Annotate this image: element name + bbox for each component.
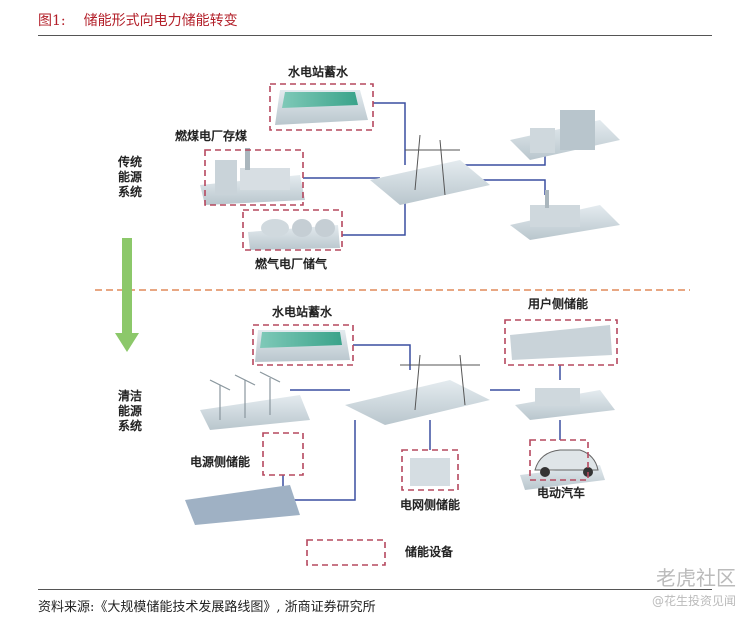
wind-farm bbox=[200, 371, 310, 430]
traditional-label-1: 传统 bbox=[117, 154, 142, 169]
hydro-station-top bbox=[275, 90, 368, 125]
coal-plant bbox=[200, 148, 305, 205]
factory-top bbox=[510, 190, 620, 240]
clean-label-1: 清洁 bbox=[118, 388, 142, 403]
label-hydro-bottom: 水电站蓄水 bbox=[272, 304, 333, 319]
watermark-brand: 老虎社区 bbox=[656, 566, 736, 590]
label-source-side: 电源侧储能 bbox=[190, 454, 250, 469]
storage-box-coal bbox=[204, 149, 304, 206]
label-grid-side: 电网侧储能 bbox=[400, 497, 460, 512]
hydro-station-bottom bbox=[255, 330, 350, 362]
substation-top bbox=[370, 134, 490, 205]
figure-title-text: 储能形式向电力储能转变 bbox=[83, 13, 238, 29]
storage-box-grid bbox=[401, 449, 459, 491]
title-rule bbox=[38, 35, 712, 36]
legend-label: 储能设备 bbox=[405, 544, 454, 559]
label-gas: 燃气电厂储气 bbox=[255, 256, 327, 271]
label-user-side: 用户侧储能 bbox=[527, 296, 588, 311]
figure-number: 图1: bbox=[38, 13, 66, 29]
figure-title: 图1: 储能形式向电力储能转变 bbox=[38, 10, 238, 30]
clean-label-3: 系统 bbox=[118, 418, 142, 433]
connection-lines bbox=[282, 102, 561, 501]
label-coal: 燃煤电厂存煤 bbox=[175, 128, 247, 143]
substation-bottom bbox=[345, 354, 490, 425]
city-buildings bbox=[510, 110, 620, 160]
traditional-label-3: 系统 bbox=[118, 184, 142, 199]
label-ev: 电动汽车 bbox=[537, 485, 585, 500]
storage-boxes bbox=[204, 83, 618, 566]
solar-panels bbox=[185, 485, 300, 525]
electric-car bbox=[520, 449, 605, 490]
storage-box-source bbox=[262, 432, 304, 476]
storage-box-hydro-top bbox=[269, 83, 374, 131]
grid-battery bbox=[410, 458, 450, 486]
source-rule bbox=[38, 589, 712, 590]
legend-box bbox=[306, 539, 386, 566]
storage-box-hydro-bottom bbox=[252, 324, 354, 366]
user-battery-bank bbox=[510, 325, 612, 360]
storage-box-ev bbox=[529, 439, 589, 481]
traditional-label-2: 能源 bbox=[118, 169, 142, 184]
label-hydro-top: 水电站蓄水 bbox=[288, 64, 349, 79]
factory-bottom bbox=[515, 388, 615, 420]
transition-arrow-icon bbox=[115, 238, 139, 352]
source-note: 资料来源:《大规模储能技术发展路线图》, 浙商证券研究所 bbox=[38, 600, 376, 615]
gas-plant bbox=[248, 219, 340, 250]
watermark-handle: @花生投资见闻 bbox=[651, 594, 736, 608]
storage-box-user bbox=[504, 319, 618, 366]
clean-label-2: 能源 bbox=[118, 403, 142, 418]
